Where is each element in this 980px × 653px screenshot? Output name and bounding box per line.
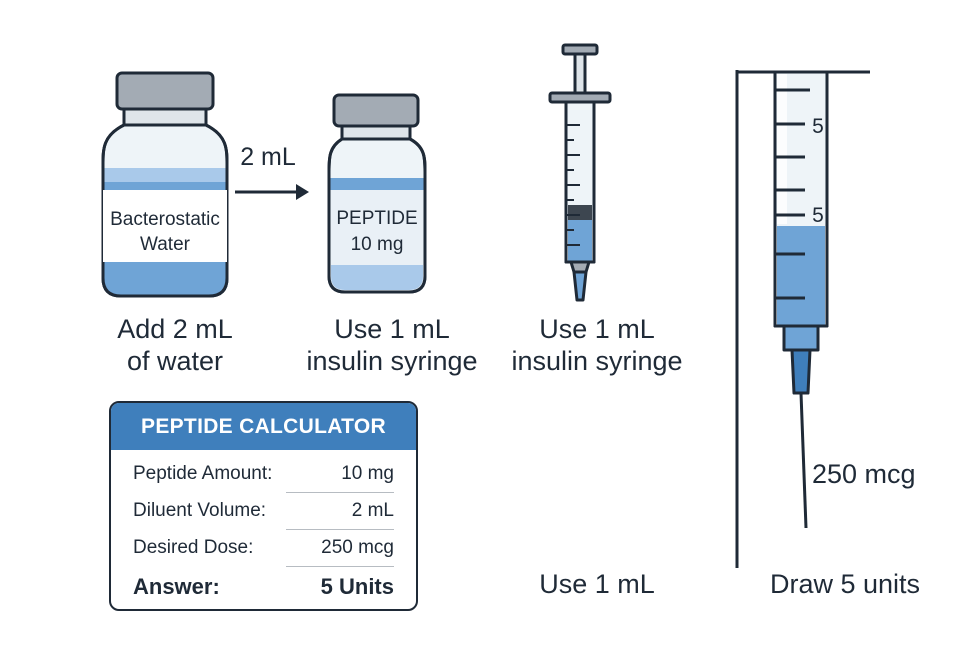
calculator-answer-row: Answer: 5 Units: [133, 568, 394, 606]
step3-bottom-label: Use 1 mL: [539, 569, 655, 599]
plunger-stopper: [568, 205, 592, 220]
row-value: 10 mg: [341, 463, 394, 484]
calculator-row-desired-dose: Desired Dose: 250 mcg: [133, 529, 394, 567]
plunger-rod: [573, 52, 587, 96]
step1-caption: Add 2 mL of water: [105, 313, 245, 377]
step2-caption: Use 1 mL insulin syringe: [292, 313, 492, 377]
calculator-row-peptide-amount: Peptide Amount: 10 mg: [133, 455, 394, 493]
row-value: 2 mL: [351, 500, 394, 521]
peptide-calculator-card: PEPTIDE CALCULATOR Peptide Amount: 10 mg…: [109, 401, 418, 611]
step3-caption-line1: Use 1 mL: [539, 314, 655, 344]
large-syringe-tick-label-mid: 5: [812, 204, 824, 227]
vial-label: [103, 190, 227, 262]
water-vial-label-line1: Bacterostatic: [110, 209, 220, 230]
answer-label: Answer:: [133, 574, 220, 599]
needle-hub: [572, 270, 588, 302]
large-syringe-liquid: [777, 226, 825, 325]
row-label: Diluent Volume:: [133, 500, 267, 521]
vial-neck: [340, 124, 412, 141]
row-divider: [286, 529, 394, 530]
row-value: 250 mcg: [321, 537, 394, 558]
row-label: Peptide Amount:: [133, 463, 273, 484]
large-syringe-tick-label-top: 5: [812, 115, 824, 138]
calculator-row-diluent-volume: Diluent Volume: 2 mL: [133, 492, 394, 530]
bacteriostatic-water-vial: [101, 71, 229, 298]
large-syringe-tip: [782, 324, 820, 352]
peptide-vial: [327, 93, 427, 294]
insulin-syringe-small: [548, 43, 612, 302]
step1-caption-line1: Add 2 mL: [117, 314, 233, 344]
row-divider: [286, 492, 394, 493]
dose-label: 250 mcg: [812, 459, 916, 489]
row-label: Desired Dose:: [133, 537, 254, 558]
vial-liquid-line: [330, 178, 424, 190]
syringe-liquid: [568, 218, 592, 261]
insulin-syringe-large: [735, 70, 870, 568]
large-needle-hub: [790, 348, 812, 395]
vial-cap: [115, 71, 215, 111]
transfer-volume-label: 2 mL: [240, 143, 296, 171]
step2-caption-line1: Use 1 mL: [334, 314, 450, 344]
step3-caption-line2: insulin syringe: [511, 346, 683, 376]
row-divider: [286, 566, 394, 567]
large-needle: [799, 392, 808, 529]
peptide-vial-label-line2: 10 mg: [351, 234, 404, 255]
peptide-vial-label-line1: PEPTIDE: [336, 208, 417, 229]
answer-value: 5 Units: [320, 574, 394, 599]
step1-caption-line2: of water: [127, 346, 224, 376]
calculator-title: PEPTIDE CALCULATOR: [111, 403, 416, 450]
vial-cap: [332, 93, 420, 128]
step2-caption-line2: insulin syringe: [306, 346, 478, 376]
water-vial-label-line2: Water: [140, 234, 191, 255]
transfer-arrow: [235, 184, 309, 200]
step4-bottom-label: Draw 5 units: [769, 569, 921, 599]
vial-neck: [122, 107, 208, 127]
step3-caption: Use 1 mL insulin syringe: [497, 313, 697, 377]
